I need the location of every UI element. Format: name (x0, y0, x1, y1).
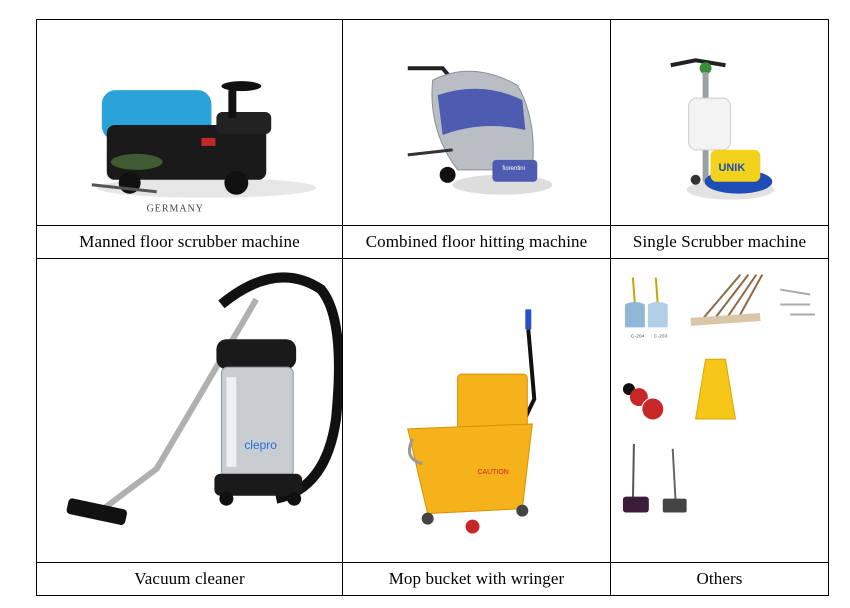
mop-code-2: C-203 (654, 333, 668, 339)
image-cell-others: C-204 C-203 (610, 258, 829, 563)
image-cell-manned-scrubber: GERMANY (36, 19, 343, 226)
mop-code-1: C-204 (631, 333, 645, 339)
fiorentini-label: fiorentini (502, 166, 525, 172)
image-cell-mop-bucket: CAUTION (342, 258, 611, 563)
caution-label: CAUTION (477, 469, 508, 476)
combined-floor-machine-image: fiorentini (407, 66, 553, 195)
caption-combined-floor-machine: Combined floor hitting machine (342, 225, 611, 259)
clepro-label: clepro (244, 438, 277, 452)
caption-others: Others (610, 562, 829, 596)
single-scrubber-image: UNIK (670, 58, 775, 200)
others-collage-image: C-204 C-203 (622, 273, 816, 513)
unik-label: UNIK (719, 162, 746, 174)
image-cell-vacuum: clepro (36, 258, 343, 563)
image-cell-combined-machine: fiorentini (342, 19, 611, 226)
vacuum-cleaner-image: clepro (66, 272, 342, 525)
equipment-table: GERMANY fiorentini (36, 19, 829, 596)
mop-bucket-image: CAUTION (407, 309, 537, 534)
manned-floor-scrubber-image: GERMANY (91, 81, 317, 215)
caption-single-scrubber: Single Scrubber machine (610, 225, 829, 259)
caption-mop-bucket: Mop bucket with wringer (342, 562, 611, 596)
caption-manned-floor-scrubber: Manned floor scrubber machine (36, 225, 343, 259)
caption-vacuum-cleaner: Vacuum cleaner (36, 562, 343, 596)
image-cell-single-scrubber: UNIK (610, 19, 829, 226)
germany-label: GERMANY (147, 204, 204, 215)
